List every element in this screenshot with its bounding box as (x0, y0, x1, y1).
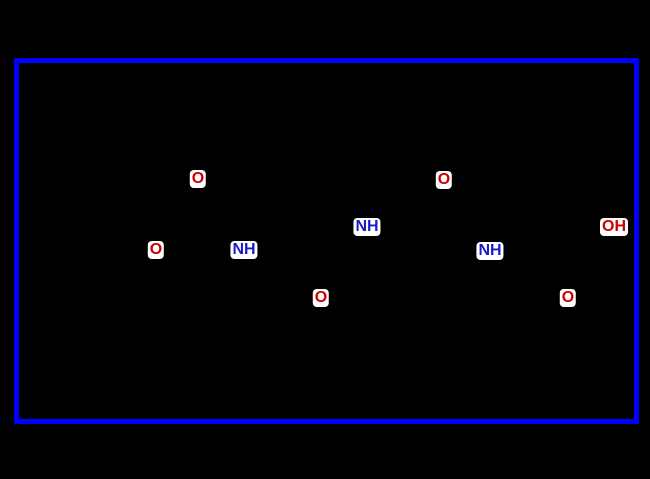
oxygen-atom-label: O (189, 170, 207, 188)
oxygen-atom-label: O (312, 289, 330, 307)
nh-atom-label: NH (230, 241, 258, 259)
nh-atom-label: NH (353, 218, 381, 236)
oxygen-atom-label: O (435, 171, 453, 189)
hydroxyl-atom-label: OH (600, 218, 628, 236)
molecule-frame (14, 58, 639, 424)
oxygen-atom-label: O (147, 241, 165, 259)
nh-atom-label: NH (476, 242, 504, 260)
oxygen-atom-label: O (559, 289, 577, 307)
